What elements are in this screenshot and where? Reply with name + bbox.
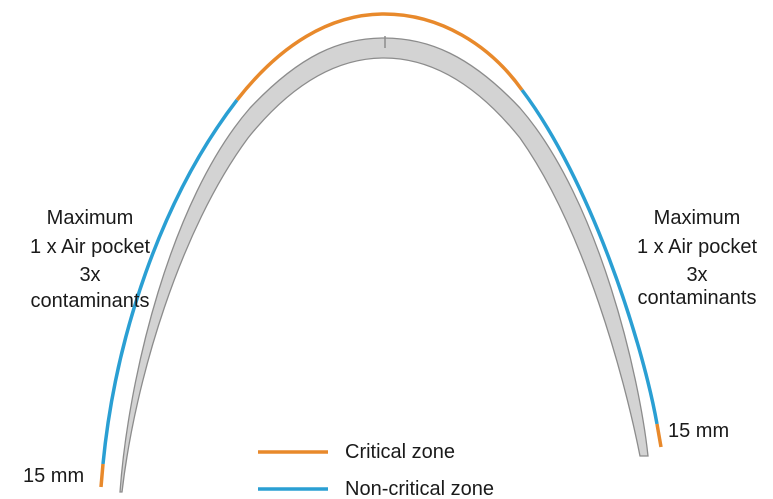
top-critical-path bbox=[235, 12, 524, 102]
right-note-line2: 1 x Air pocket bbox=[637, 236, 758, 258]
left-end-label: 15 mm bbox=[23, 465, 84, 487]
left-note-line4: contaminants bbox=[31, 290, 150, 312]
right-note-line3: 3x bbox=[686, 264, 707, 286]
right-note-line1: Maximum bbox=[654, 207, 741, 229]
arch-body bbox=[119, 37, 649, 493]
left-end-critical-segment bbox=[99, 463, 105, 488]
legend-critical-label: Critical zone bbox=[345, 441, 455, 463]
legend-non-critical-label: Non-critical zone bbox=[345, 478, 494, 499]
right-note: Maximum 1 x Air pocket 3x contaminants bbox=[637, 207, 758, 309]
right-non-critical-path bbox=[520, 88, 659, 425]
left-note-line2: 1 x Air pocket bbox=[30, 236, 151, 258]
legend: Critical zone Non-critical zone bbox=[258, 441, 494, 499]
left-non-critical-path bbox=[101, 98, 239, 465]
right-end-label: 15 mm bbox=[668, 420, 729, 442]
right-note-line4: contaminants bbox=[638, 287, 757, 309]
left-note: Maximum 1 x Air pocket 3x contaminants bbox=[30, 207, 151, 312]
left-note-line1: Maximum bbox=[47, 207, 134, 229]
left-note-line3: 3x bbox=[79, 264, 100, 286]
right-end-critical-segment bbox=[655, 423, 663, 448]
